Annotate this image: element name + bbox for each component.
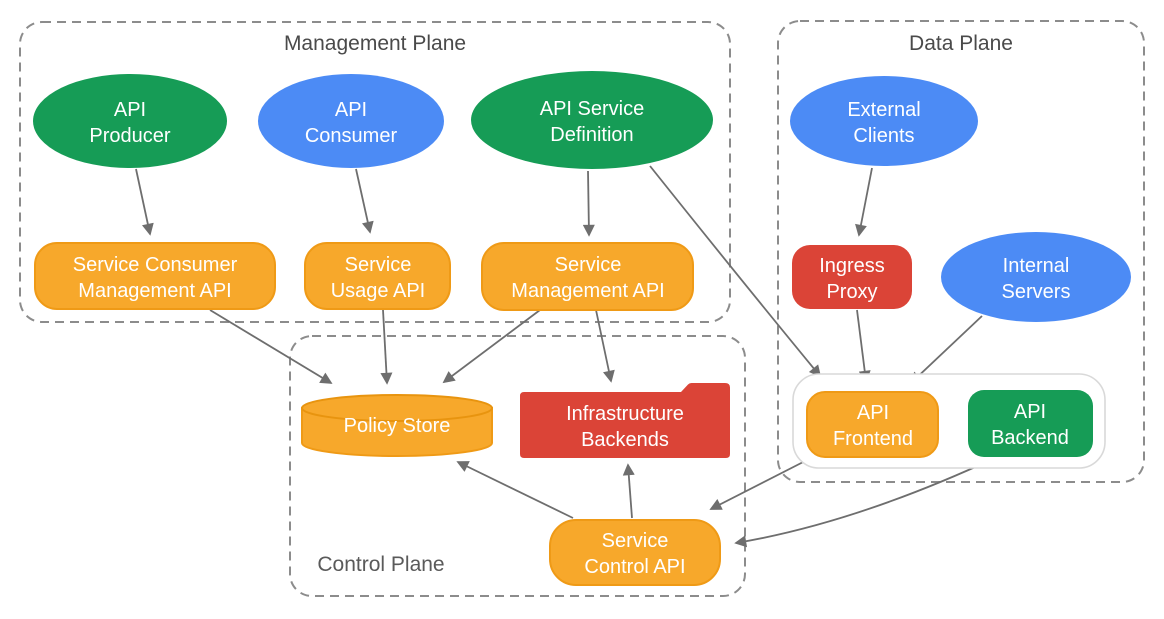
api-service-definition-label: Definition (550, 124, 633, 146)
arrow-api-service-definition-to-api-frontend (649, 165, 822, 378)
external-clients-label: External (847, 99, 920, 121)
api-frontend-box (806, 391, 939, 458)
policy-store-cylinder-top (301, 394, 493, 422)
arrow-api-service-definition-to-service-management-api (582, 170, 595, 237)
api-consumer-label: API (335, 99, 367, 121)
node-infrastructure-backends: Infrastructure Backends (520, 383, 730, 458)
arrow-api-backend-to-service-control-api (734, 457, 996, 548)
control-plane-title: Control Plane (317, 553, 444, 576)
node-api-service-definition: API Service Definition (471, 71, 713, 169)
service-management-api-label: Service (555, 254, 622, 276)
internal-servers-label: Internal (1003, 255, 1070, 277)
infrastructure-backends-label: Backends (581, 429, 669, 451)
api-consumer-label: Consumer (305, 125, 398, 147)
internal-servers-ellipse (941, 232, 1131, 322)
node-external-clients: External Clients (790, 76, 978, 166)
management-plane-title: Management Plane (284, 32, 466, 55)
service-usage-api-box (304, 242, 451, 310)
service-consumer-management-api-box (34, 242, 276, 310)
node-api-consumer: API Consumer (258, 74, 444, 168)
node-service-management-api: Service Management API (481, 242, 694, 311)
api-producer-label: Producer (89, 125, 170, 147)
api-frontend-label: Frontend (833, 428, 913, 450)
ingress-proxy-box (792, 245, 912, 309)
arrow-service-consumer-management-api-to-policy-store (209, 309, 333, 384)
service-consumer-management-api-label: Management API (78, 280, 231, 302)
ingress-proxy-label: Ingress (819, 255, 885, 277)
service-control-api-box (549, 519, 721, 586)
node-api-producer: API Producer (33, 74, 227, 168)
node-policy-store: Policy Store (301, 394, 493, 457)
control-plane-box (289, 335, 746, 597)
arrow-internal-servers-to-api-frontend (909, 315, 983, 385)
api-frontend-label: API (857, 402, 889, 424)
node-service-usage-api: Service Usage API (304, 242, 451, 310)
api-backend-label: Backend (991, 427, 1069, 449)
node-ingress-proxy: Ingress Proxy (792, 245, 912, 309)
arrow-external-clients-to-ingress-proxy (855, 167, 873, 237)
arrow-api-consumer-to-service-usage-api (355, 168, 374, 234)
service-usage-api-label: Usage API (331, 280, 426, 302)
api-service-definition-ellipse (471, 71, 713, 169)
arrow-api-producer-to-service-consumer-management-api (135, 168, 154, 236)
node-internal-servers: Internal Servers (941, 232, 1131, 322)
api-producer-label: API (114, 99, 146, 121)
internal-servers-label: Servers (1002, 281, 1071, 303)
infrastructure-backends-label: Infrastructure (566, 403, 684, 425)
arrow-service-control-api-to-infrastructure-backends (622, 463, 635, 519)
api-backend-label: API (1014, 401, 1046, 423)
arrow-service-management-api-to-policy-store (442, 309, 541, 384)
arrow-service-management-api-to-infrastructure-backends (595, 309, 615, 383)
policy-store-label: Policy Store (344, 415, 451, 437)
data-plane-title: Data Plane (909, 32, 1013, 55)
service-control-api-label: Control API (584, 556, 685, 578)
management-plane-box (19, 21, 731, 323)
api-producer-ellipse (33, 74, 227, 168)
arrow-service-usage-api-to-policy-store (380, 309, 393, 385)
infrastructure-backends-folder (520, 383, 730, 458)
node-service-consumer-management-api: Service Consumer Management API (34, 242, 276, 310)
api-service-definition-label: API Service (540, 98, 644, 120)
service-consumer-management-api-label: Service Consumer (73, 254, 238, 276)
service-control-api-label: Service (602, 530, 669, 552)
external-clients-label: Clients (853, 125, 914, 147)
arrow-api-frontend-to-service-control-api (709, 456, 814, 510)
api-consumer-ellipse (258, 74, 444, 168)
arrow-service-control-api-to-policy-store (456, 461, 574, 519)
arrow-ingress-proxy-to-api-frontend (856, 309, 871, 383)
node-service-control-api: Service Control API (549, 519, 721, 586)
edges (135, 165, 996, 548)
service-management-api-box (481, 242, 694, 311)
service-usage-api-label: Service (345, 254, 412, 276)
external-clients-ellipse (790, 76, 978, 166)
api-backend-box (968, 390, 1093, 457)
data-plane-box (777, 20, 1145, 483)
ingress-proxy-label: Proxy (826, 281, 877, 303)
node-api-backend: API Backend (968, 390, 1093, 457)
service-management-api-label: Management API (511, 280, 664, 302)
node-api-frontend: API Frontend (806, 391, 939, 458)
